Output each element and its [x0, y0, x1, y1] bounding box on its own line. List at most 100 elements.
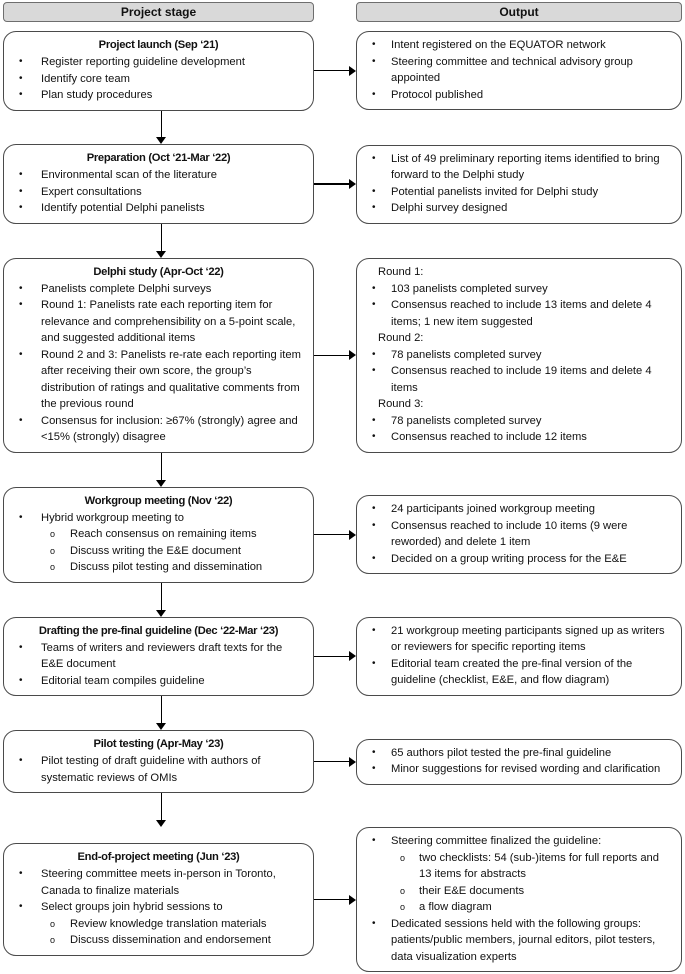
sub-bullet-item: o two checklists: 54 (sub-)items for full… — [365, 850, 673, 883]
right-arrow-icon — [349, 529, 356, 540]
bullet-marker: • — [19, 674, 23, 686]
stage-box: Project launch (Sep ‘21) •Register repor… — [3, 31, 314, 111]
right-arrow-icon — [349, 651, 356, 662]
bullet-item: •Teams of writers and reviewers draft te… — [12, 640, 305, 673]
stage-title: Delphi study (Apr-Oct ‘22) — [93, 265, 224, 278]
stage-to-output-connector — [314, 178, 356, 190]
stage-sequence-connector — [3, 793, 682, 828]
output-box: • Steering committee finalized the guidel… — [356, 827, 682, 973]
item-text: two checklists: 54 (sub-)items for full … — [419, 851, 659, 881]
item-text: Discuss pilot testing and dissemination — [70, 561, 263, 574]
item-text: Minor suggestions for revised wording an… — [391, 763, 661, 776]
stage-box: Workgroup meeting (Nov ‘22) • Hybrid work… — [3, 486, 314, 583]
column-header-project-stage: Project stage — [3, 2, 314, 22]
bullet-item: •Round 1: Panelists rate each reporting … — [12, 297, 305, 347]
item-text: Discuss dissemination and endorsement — [70, 934, 271, 947]
bullet-marker: • — [19, 348, 23, 360]
item-text: Potential panelists invited for Delphi s… — [391, 185, 599, 198]
item-text: Round 2 and 3: Panelists re-rate each re… — [41, 348, 301, 411]
item-text: Discuss writing the E&E document — [70, 544, 241, 557]
stage-items: • Hybrid workgroup meeting to o Reach conse… — [12, 510, 305, 576]
item-text: Consensus reached to include 13 items an… — [391, 299, 652, 328]
right-arrow-icon — [349, 756, 356, 767]
stage-to-output-connector — [314, 650, 356, 662]
stage-sequence-connector — [3, 696, 682, 731]
bullet-marker: • — [372, 624, 376, 636]
bullet-marker: o — [400, 852, 406, 863]
output-items: • Intent registered on the EQUATOR networ… — [365, 37, 673, 103]
stage-box: End-of-project meeting (Jun ‘23) •Steeri… — [3, 843, 314, 956]
item-text: Identify potential Delphi panelists — [41, 202, 205, 215]
bullet-marker: o — [50, 918, 56, 929]
bullet-marker: • — [19, 169, 23, 181]
bullet-item: •List of 49 preliminary reporting items … — [365, 151, 673, 184]
down-arrow-icon — [156, 479, 167, 487]
down-arrow-icon — [156, 820, 167, 828]
bullet-item: •Steering committee meets in-person in T… — [12, 866, 305, 899]
stage-title: Drafting the pre-final guideline (Dec ‘2… — [38, 624, 279, 637]
bullet-item: •Identify core team — [12, 71, 305, 88]
bullet-marker: o — [50, 529, 56, 540]
output-box: •21 workgroup meeting participants signe… — [356, 616, 682, 696]
bullet-item: • Round 2 and 3: Panelists re-rate each r… — [12, 347, 305, 413]
arrow-line — [161, 452, 163, 482]
bullet-item: •Consensus reached to include 12 items — [365, 429, 673, 446]
bullet-marker: • — [372, 519, 376, 531]
bullet-item: •Editorial team compiles guideline — [12, 673, 305, 690]
bullet-marker: • — [372, 365, 376, 377]
item-text: Hybrid workgroup meeting to — [41, 511, 185, 524]
item-text: 78 panelists completed survey — [391, 414, 542, 427]
arrow-line — [314, 183, 351, 185]
stage-title: Workgroup meeting (Nov ‘22) — [84, 494, 233, 507]
sub-bullet-item: o Discuss pilot testing and dissemination — [12, 559, 305, 576]
output-items: •24 participants joined workgroup meetin… — [365, 501, 673, 567]
bullet-item: •Delphi survey designed — [365, 200, 673, 217]
bullet-marker: o — [50, 562, 56, 573]
item-text: Panelists complete Delphi surveys — [41, 282, 212, 295]
item-text: Reach consensus on remaining items — [70, 528, 257, 541]
plain-line: Round 1: — [365, 264, 673, 281]
bullet-marker: • — [372, 431, 376, 443]
bullet-item: •Potential panelists invited for Delphi … — [365, 184, 673, 201]
bullet-marker: • — [19, 202, 23, 214]
down-arrow-icon — [156, 250, 167, 258]
bullet-marker: o — [50, 545, 56, 556]
item-text: Plan study procedures — [41, 89, 153, 101]
bullet-marker: • — [372, 746, 376, 758]
plain-line: Round 3: — [365, 396, 673, 413]
item-text: Round 3: — [378, 398, 424, 411]
bullet-marker: o — [50, 935, 56, 946]
output-box: •List of 49 preliminary reporting items … — [356, 144, 682, 224]
flow-row: Workgroup meeting (Nov ‘22) • Hybrid work… — [3, 486, 682, 583]
item-text: Consensus reached to include 10 items (9… — [391, 519, 628, 549]
item-text: Select groups join hybrid sessions to — [41, 901, 223, 914]
bullet-marker: • — [19, 511, 23, 523]
stage-box: Drafting the pre-final guideline (Dec ‘2… — [3, 616, 314, 697]
down-arrow-icon — [156, 137, 167, 145]
item-text: Steering committee finalized the guideli… — [391, 835, 602, 848]
arrow-line — [314, 70, 351, 72]
bullet-item: •Pilot testing of draft guideline with a… — [12, 753, 305, 786]
stage-items: •Steering committee meets in-person in T… — [12, 866, 305, 949]
bullet-item: •103 panelists completed survey — [365, 281, 673, 298]
stage-sequence-connector — [3, 223, 682, 258]
bullet-marker: • — [372, 299, 376, 311]
arrow-line — [161, 582, 163, 612]
stage-to-output-connector — [314, 65, 356, 77]
column-header-output: Output — [356, 2, 682, 22]
right-arrow-icon — [349, 350, 356, 361]
stage-to-output-connector — [314, 894, 356, 906]
bullet-item: •Intent registered on the EQUATOR networ… — [365, 37, 673, 54]
stage-items: •Environmental scan of the literature•Ex… — [12, 167, 305, 217]
item-text: Intent registered on the EQUATOR network — [391, 39, 606, 52]
bullet-marker: • — [372, 917, 376, 929]
bullet-marker: • — [372, 152, 376, 164]
bullet-marker: • — [372, 55, 376, 67]
item-text: Steering committee meets in-person in To… — [41, 868, 276, 897]
flow-rows: Project launch (Sep ‘21) •Register repor… — [3, 31, 682, 973]
sub-bullet-item: o Reach consensus on remaining items — [12, 526, 305, 543]
bullet-marker: • — [372, 503, 376, 515]
bullet-marker: • — [19, 282, 23, 294]
